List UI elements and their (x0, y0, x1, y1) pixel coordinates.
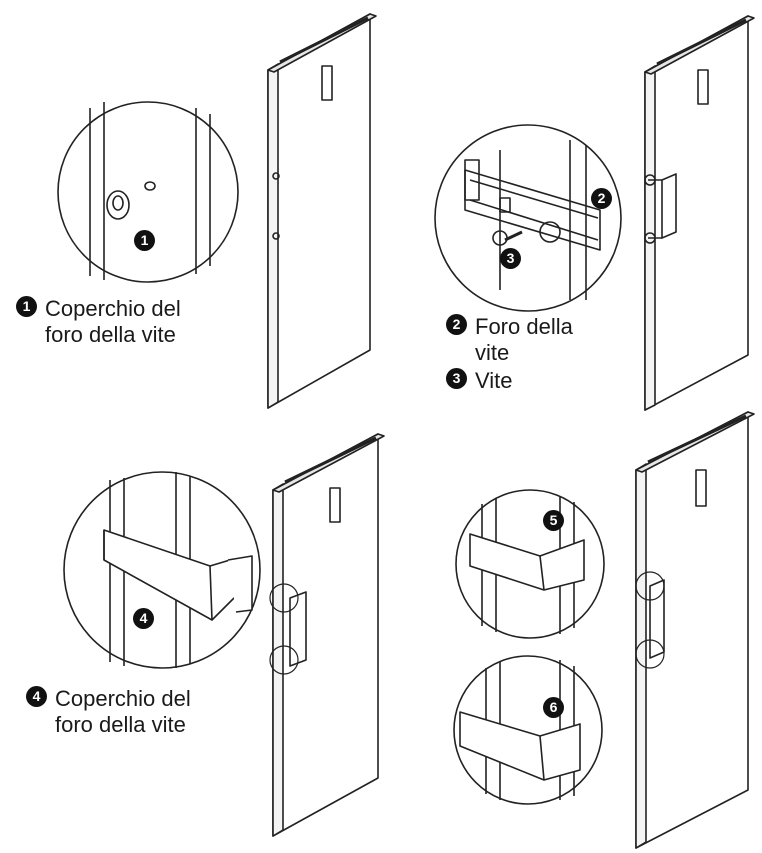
callout-2: 2 (591, 188, 612, 209)
legend-badge-3: 3 (446, 368, 467, 389)
callout-4: 4 (133, 608, 154, 629)
callout-6: 6 (543, 697, 564, 718)
legend-badge-4: 4 (26, 686, 47, 707)
legend-item-1: 1 Coperchio del foro della vite (16, 296, 220, 348)
legend-badge-2: 2 (446, 314, 467, 335)
zoom-circle-2 (434, 124, 622, 312)
legend-text-4: Coperchio del foro della vite (55, 686, 191, 737)
zoom-circle-5 (455, 489, 605, 639)
legend-item-4: 4 Coperchio del foro della vite (26, 686, 230, 738)
callout-5: 5 (543, 510, 564, 531)
legend-item-3: 3 Vite (446, 368, 605, 394)
legend-text-3: Vite (475, 368, 513, 393)
callout-1: 1 (134, 230, 155, 251)
door-step1 (267, 13, 377, 409)
legend-item-2: 2 Foro della vite (446, 314, 605, 366)
door-step2 (644, 15, 755, 411)
legend-text-1: Coperchio del foro della vite (45, 296, 181, 347)
legend-badge-1: 1 (16, 296, 37, 317)
zoom-circle-6 (453, 655, 603, 805)
zoom-circle-1 (57, 101, 239, 283)
door-step4 (635, 411, 755, 849)
callout-3: 3 (500, 248, 521, 269)
zoom-circle-4 (63, 471, 261, 669)
door-step3 (269, 433, 385, 837)
legend-text-2: Foro della vite (475, 314, 573, 365)
